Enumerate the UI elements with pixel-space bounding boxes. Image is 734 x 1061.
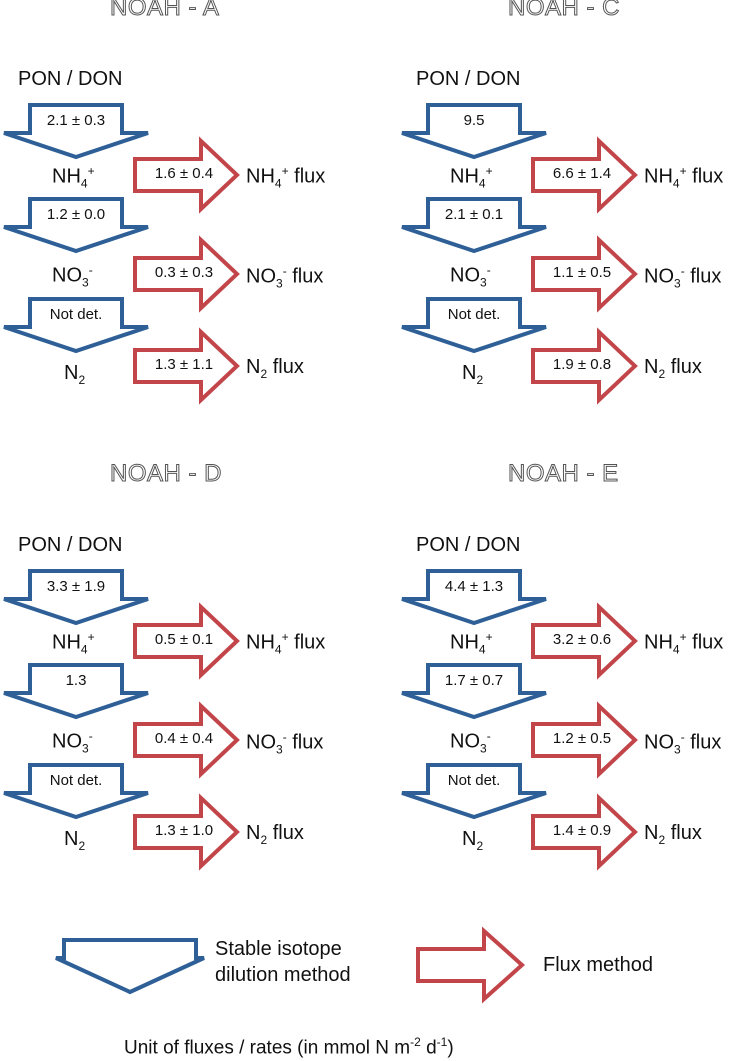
red-arrow-1: 0.5 ± 0.1: [133, 602, 240, 680]
blue-arrow-1-value: 3.3 ± 1.9: [46, 578, 106, 595]
red-arrow-3-value: 1.3 ± 1.0: [154, 822, 214, 839]
flux-label-2: NO3- flux: [644, 264, 722, 291]
legend-red-label: Flux method: [543, 954, 654, 976]
red-arrow-3: 1.3 ± 1.0: [133, 793, 240, 871]
flux-label-2: NO3- flux: [246, 730, 324, 757]
flux-label-2: NO3- flux: [246, 264, 324, 291]
panel-4: NOAH - E PON / DON 4.4 ± 1.3 NH4+ 3.2 ± …: [398, 460, 734, 886]
panel-title: NOAH - C: [508, 0, 621, 22]
blue-arrow-3: Not det.: [2, 763, 150, 820]
species-2: NO3-: [52, 263, 93, 290]
red-arrow-1-value: 6.6 ± 1.4: [552, 165, 612, 182]
species-2: NO3-: [450, 263, 491, 290]
legend-blue-arrow: [54, 938, 206, 995]
blue-arrow-2: 1.7 ± 0.7: [400, 663, 548, 720]
blue-arrow-2: 1.3: [2, 663, 150, 720]
flux-label-3: N2 flux: [246, 822, 304, 847]
species-3: N2: [462, 362, 484, 387]
species-2: NO3-: [52, 729, 93, 756]
panel-3: NOAH - D PON / DON 3.3 ± 1.9 NH4+ 0.5 ± …: [0, 460, 360, 886]
species-1: NH4+: [450, 164, 493, 191]
species-3: N2: [462, 828, 484, 853]
flux-label-1: NH4+ flux: [644, 164, 724, 191]
panel-2: NOAH - C PON / DON 9.5 NH4+ 6.6 ± 1.4 NH…: [398, 0, 734, 420]
source-label: PON / DON: [18, 68, 123, 90]
blue-arrow-2-value: 1.2 ± 0.0: [46, 206, 106, 223]
species-2: NO3-: [450, 729, 491, 756]
blue-arrow-1-value: 2.1 ± 0.3: [46, 112, 106, 129]
blue-arrow-3-value: Not det.: [49, 306, 103, 323]
blue-arrow-2-value: 1.3: [65, 672, 87, 689]
source-label: PON / DON: [416, 534, 521, 556]
source-label: PON / DON: [18, 534, 123, 556]
panel-title: NOAH - E: [508, 460, 619, 488]
flux-label-3: N2 flux: [644, 356, 702, 381]
panel-title: NOAH - A: [110, 0, 220, 22]
red-arrow-2: 1.1 ± 0.5: [531, 235, 638, 313]
blue-arrow-3: Not det.: [2, 297, 150, 354]
blue-arrow-1: 9.5: [400, 103, 548, 160]
blue-arrow-3-value: Not det.: [447, 306, 501, 323]
red-arrow-1-value: 0.5 ± 0.1: [154, 631, 214, 648]
red-arrow-1-value: 1.6 ± 0.4: [154, 165, 214, 182]
blue-arrow-1-value: 9.5: [463, 112, 485, 129]
species-3: N2: [64, 828, 86, 853]
flux-label-1: NH4+ flux: [644, 630, 724, 657]
panel-title: NOAH - D: [110, 460, 223, 488]
species-1: NH4+: [52, 630, 95, 657]
blue-arrow-1: 2.1 ± 0.3: [2, 103, 150, 160]
red-arrow-1-value: 3.2 ± 0.6: [552, 631, 612, 648]
red-arrow-3: 1.3 ± 1.1: [133, 327, 240, 405]
blue-arrow-1: 4.4 ± 1.3: [400, 569, 548, 626]
unit-caption: Unit of fluxes / rates (in mmol N m-2 d-…: [124, 1035, 454, 1059]
species-1: NH4+: [52, 164, 95, 191]
red-arrow-3-value: 1.4 ± 0.9: [552, 822, 612, 839]
blue-arrow-3-value: Not det.: [49, 772, 103, 789]
red-arrow-2-value: 1.1 ± 0.5: [552, 264, 612, 281]
red-arrow-1: 6.6 ± 1.4: [531, 136, 638, 214]
red-arrow-1: 1.6 ± 0.4: [133, 136, 240, 214]
blue-arrow-3: Not det.: [400, 297, 548, 354]
species-3: N2: [64, 362, 86, 387]
blue-arrow-3-value: Not det.: [447, 772, 501, 789]
blue-arrow-2-value: 1.7 ± 0.7: [444, 672, 504, 689]
flux-label-3: N2 flux: [246, 356, 304, 381]
red-arrow-3-value: 1.3 ± 1.1: [154, 356, 214, 373]
red-arrow-2: 0.3 ± 0.3: [133, 235, 240, 313]
legend-red-arrow: [416, 926, 525, 1004]
flux-label-1: NH4+ flux: [246, 630, 326, 657]
red-arrow-2-value: 0.3 ± 0.3: [154, 264, 214, 281]
flux-label-2: NO3- flux: [644, 730, 722, 757]
blue-arrow-1: 3.3 ± 1.9: [2, 569, 150, 626]
panel-1: NOAH - A PON / DON 2.1 ± 0.3 NH4+ 1.6 ± …: [0, 0, 360, 420]
blue-arrow-2: 2.1 ± 0.1: [400, 197, 548, 254]
species-1: NH4+: [450, 630, 493, 657]
source-label: PON / DON: [416, 68, 521, 90]
blue-arrow-3: Not det.: [400, 763, 548, 820]
blue-arrow-1-value: 4.4 ± 1.3: [444, 578, 504, 595]
red-arrow-2-value: 1.2 ± 0.5: [552, 730, 612, 747]
red-arrow-3: 1.9 ± 0.8: [531, 327, 638, 405]
red-arrow-2-value: 0.4 ± 0.4: [154, 730, 214, 747]
red-arrow-3: 1.4 ± 0.9: [531, 793, 638, 871]
red-arrow-1: 3.2 ± 0.6: [531, 602, 638, 680]
red-arrow-2: 1.2 ± 0.5: [531, 701, 638, 779]
flux-label-1: NH4+ flux: [246, 164, 326, 191]
red-arrow-3-value: 1.9 ± 0.8: [552, 356, 612, 373]
flux-label-3: N2 flux: [644, 822, 702, 847]
blue-arrow-2-value: 2.1 ± 0.1: [444, 206, 504, 223]
red-arrow-2: 0.4 ± 0.4: [133, 701, 240, 779]
legend-blue-label: Stable isotope dilution method: [215, 938, 351, 986]
blue-arrow-2: 1.2 ± 0.0: [2, 197, 150, 254]
